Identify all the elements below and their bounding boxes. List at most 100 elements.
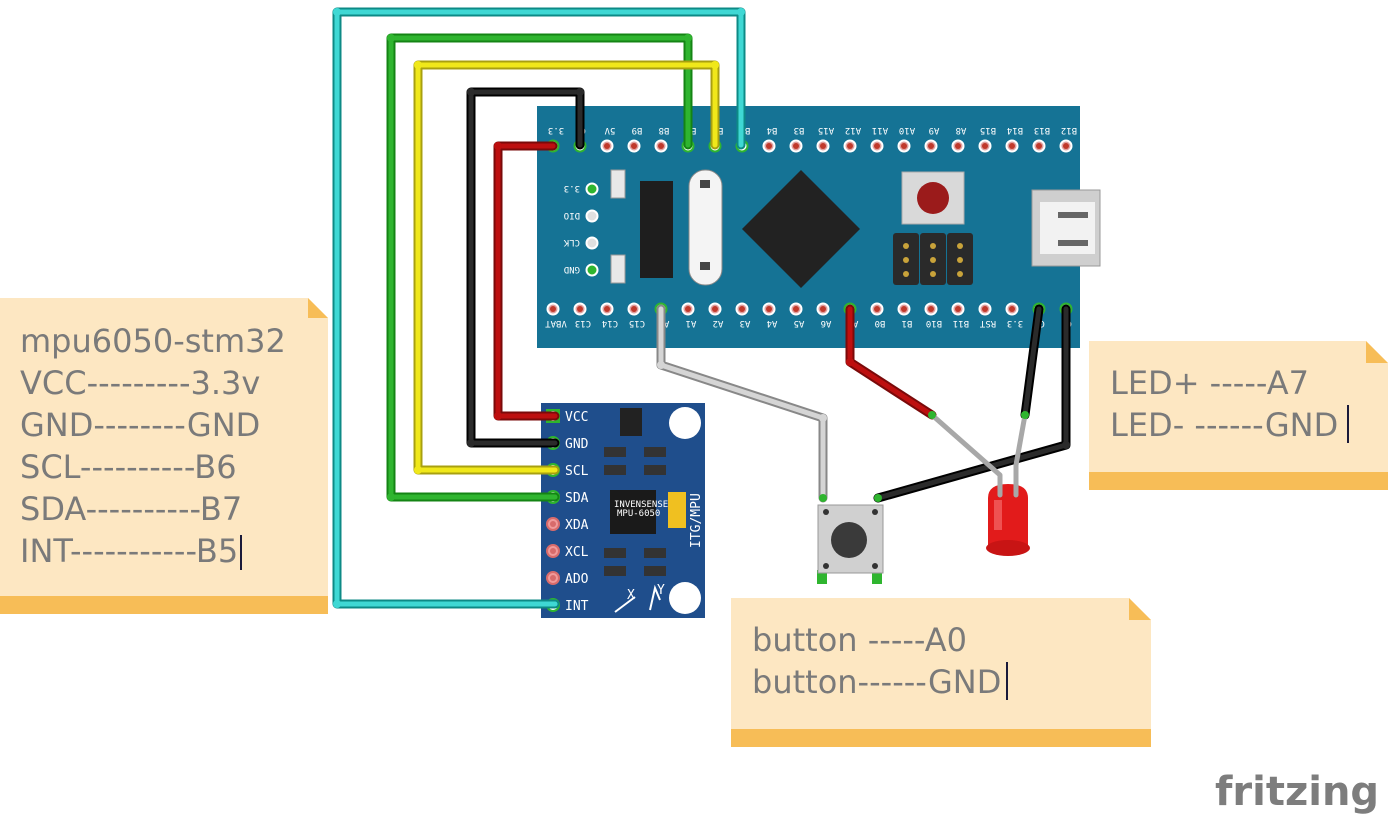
note-led[interactable]: LED+ -----A7 LED- ------GND xyxy=(1089,341,1388,490)
mpu-side-label: ITG/MPU xyxy=(689,493,704,548)
top-pin-label-0: 3.3 xyxy=(548,125,564,135)
bottom-pin-label-5: A1 xyxy=(686,318,697,328)
top-pin-dot-17 xyxy=(1009,143,1015,149)
top-pin-dot-8 xyxy=(766,143,772,149)
bottom-pin-dot-14 xyxy=(928,306,934,312)
crystal-oscillator xyxy=(688,169,723,286)
bottom-pin-label-9: A5 xyxy=(794,318,805,328)
bottom-pin-label-17: 3.3 xyxy=(1007,318,1023,328)
bottom-pin-dot-17 xyxy=(1009,306,1015,312)
bottom-pin-label-14: B10 xyxy=(926,318,942,328)
bottom-pin-label-18: G xyxy=(1039,318,1044,328)
status-led xyxy=(610,254,626,284)
bottom-pin-label-12: B0 xyxy=(875,318,886,328)
top-pin-label-16: B15 xyxy=(980,125,996,135)
bottom-pin-dot-12 xyxy=(874,306,880,312)
bottom-pin-label-13: B1 xyxy=(902,318,913,328)
mpu-pin-label-xcl: XCL xyxy=(565,545,589,560)
red-led[interactable] xyxy=(986,484,1030,556)
top-pin-label-11: A12 xyxy=(845,125,861,135)
bottom-pin-label-8: A4 xyxy=(767,318,778,328)
top-pin-label-10: A15 xyxy=(818,125,834,135)
debug-pin-2[interactable] xyxy=(585,236,599,250)
top-pin-dot-15 xyxy=(955,143,961,149)
top-pin-label-3: B9 xyxy=(632,125,643,135)
text-cursor xyxy=(1347,405,1349,443)
bottom-pin-label-1: C13 xyxy=(575,318,591,328)
note-mpu-line-2: GND--------GND xyxy=(20,406,260,444)
debug-pin-0[interactable] xyxy=(585,182,599,196)
top-pin-dot-13 xyxy=(901,143,907,149)
axis-y-label: Y xyxy=(657,583,665,598)
mpu-pin-dot-4 xyxy=(550,521,556,527)
debug-pin-1[interactable] xyxy=(585,209,599,223)
bottom-pin-label-16: RST xyxy=(979,318,996,328)
bottom-pin-dot-6 xyxy=(712,306,718,312)
note-button[interactable]: button -----A0 button------GND xyxy=(731,598,1151,747)
push-button[interactable] xyxy=(817,504,884,584)
mpu-pin-dot-5 xyxy=(550,548,556,554)
micro-usb-port[interactable] xyxy=(1031,189,1101,267)
top-pin-dot-2 xyxy=(604,143,610,149)
top-pin-dot-12 xyxy=(874,143,880,149)
bottom-pin-dot-0 xyxy=(550,306,556,312)
bottom-pin-dot-5 xyxy=(685,306,691,312)
bottom-pin-label-10: A6 xyxy=(821,318,832,328)
bottom-pin-dot-16 xyxy=(982,306,988,312)
axis-x-label: X xyxy=(627,588,635,603)
mpu-pin-label-ado: ADO xyxy=(565,572,589,587)
top-pin-dot-10 xyxy=(820,143,826,149)
mpu-chip-model: MPU-6050 xyxy=(617,509,660,519)
bottom-pin-dot-8 xyxy=(766,306,772,312)
note-mpu-line-3: SCL----------B6 xyxy=(20,448,237,486)
text-cursor xyxy=(1006,662,1008,700)
fritzing-logo: fritzing xyxy=(1215,769,1379,815)
top-pin-label-8: B4 xyxy=(767,125,778,135)
bottom-pin-dot-3 xyxy=(631,306,637,312)
bottom-pin-label-0: VBAT xyxy=(545,318,567,328)
mpu-pin-label-vcc: VCC xyxy=(565,410,588,425)
mpu-pin-label-int: INT xyxy=(565,599,589,614)
regulator-chip xyxy=(640,181,673,278)
top-pin-label-15: A8 xyxy=(956,125,967,135)
debug-pin-label-1: DIO xyxy=(564,210,580,220)
bottom-pin-label-15: B11 xyxy=(953,318,969,328)
note-led-line-0: LED+ -----A7 xyxy=(1110,364,1309,402)
bottom-pin-dot-10 xyxy=(820,306,826,312)
top-pin-label-19: B12 xyxy=(1061,125,1077,135)
note-mpu-line-0: mpu6050-stm32 xyxy=(20,322,286,360)
bottom-pin-label-2: C14 xyxy=(602,318,618,328)
top-pin-label-14: A9 xyxy=(929,125,940,135)
bottom-pin-dot-7 xyxy=(739,306,745,312)
note-led-line-1: LED- ------GND xyxy=(1110,406,1338,444)
note-mpu6050[interactable]: mpu6050-stm32 VCC---------3.3v GND------… xyxy=(0,298,328,614)
debug-pin-label-2: CLK xyxy=(563,237,580,247)
top-pin-dot-4 xyxy=(658,143,664,149)
top-pin-label-18: B13 xyxy=(1034,125,1050,135)
note-mpu-line-5: INT-----------B5 xyxy=(20,532,238,570)
top-pin-dot-3 xyxy=(631,143,637,149)
debug-pin-label-0: 3.3 xyxy=(564,183,580,193)
bottom-pin-dot-9 xyxy=(793,306,799,312)
bottom-pin-dot-13 xyxy=(901,306,907,312)
wires xyxy=(332,7,1071,609)
reset-button[interactable] xyxy=(901,171,965,225)
top-pin-label-9: B3 xyxy=(794,125,805,135)
top-pin-dot-19 xyxy=(1063,143,1069,149)
text-cursor xyxy=(240,535,242,570)
top-pin-label-17: B14 xyxy=(1007,125,1023,135)
bottom-pin-label-6: A2 xyxy=(713,318,724,328)
debug-pin-3[interactable] xyxy=(585,263,599,277)
note-button-line-1: button------GND xyxy=(752,663,1001,701)
top-pin-label-13: A10 xyxy=(899,125,915,135)
mcu-chip xyxy=(742,170,860,288)
top-pin-label-12: A11 xyxy=(872,125,888,135)
bottom-pin-dot-15 xyxy=(955,306,961,312)
mpu-pin-label-sda: SDA xyxy=(565,491,589,506)
top-pin-dot-18 xyxy=(1036,143,1042,149)
top-pin-dot-14 xyxy=(928,143,934,149)
